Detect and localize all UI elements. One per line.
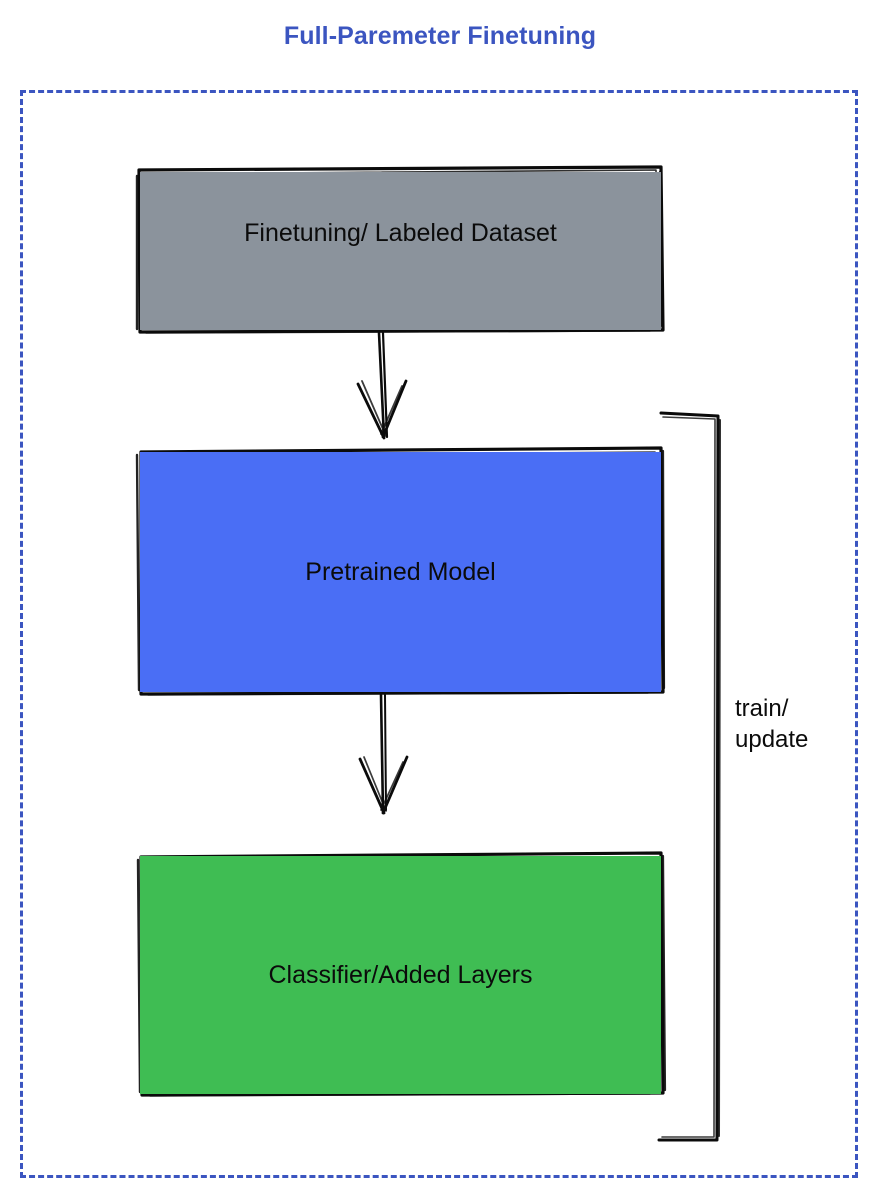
diagram-frame [20, 90, 858, 1178]
page-title: Full-Paremeter Finetuning [283, 22, 597, 50]
node-dataset[interactable]: Finetuning/ Labeled Dataset [140, 172, 661, 330]
node-dataset-label: Finetuning/ Labeled Dataset [244, 219, 557, 247]
node-pretrained-model-label: Pretrained Model [305, 558, 496, 586]
edge-label-train-update: train/ update [735, 695, 809, 753]
node-classifier-label: Classifier/Added Layers [268, 961, 533, 989]
node-classifier[interactable]: Classifier/Added Layers [140, 856, 661, 1094]
node-pretrained-model[interactable]: Pretrained Model [140, 452, 661, 692]
